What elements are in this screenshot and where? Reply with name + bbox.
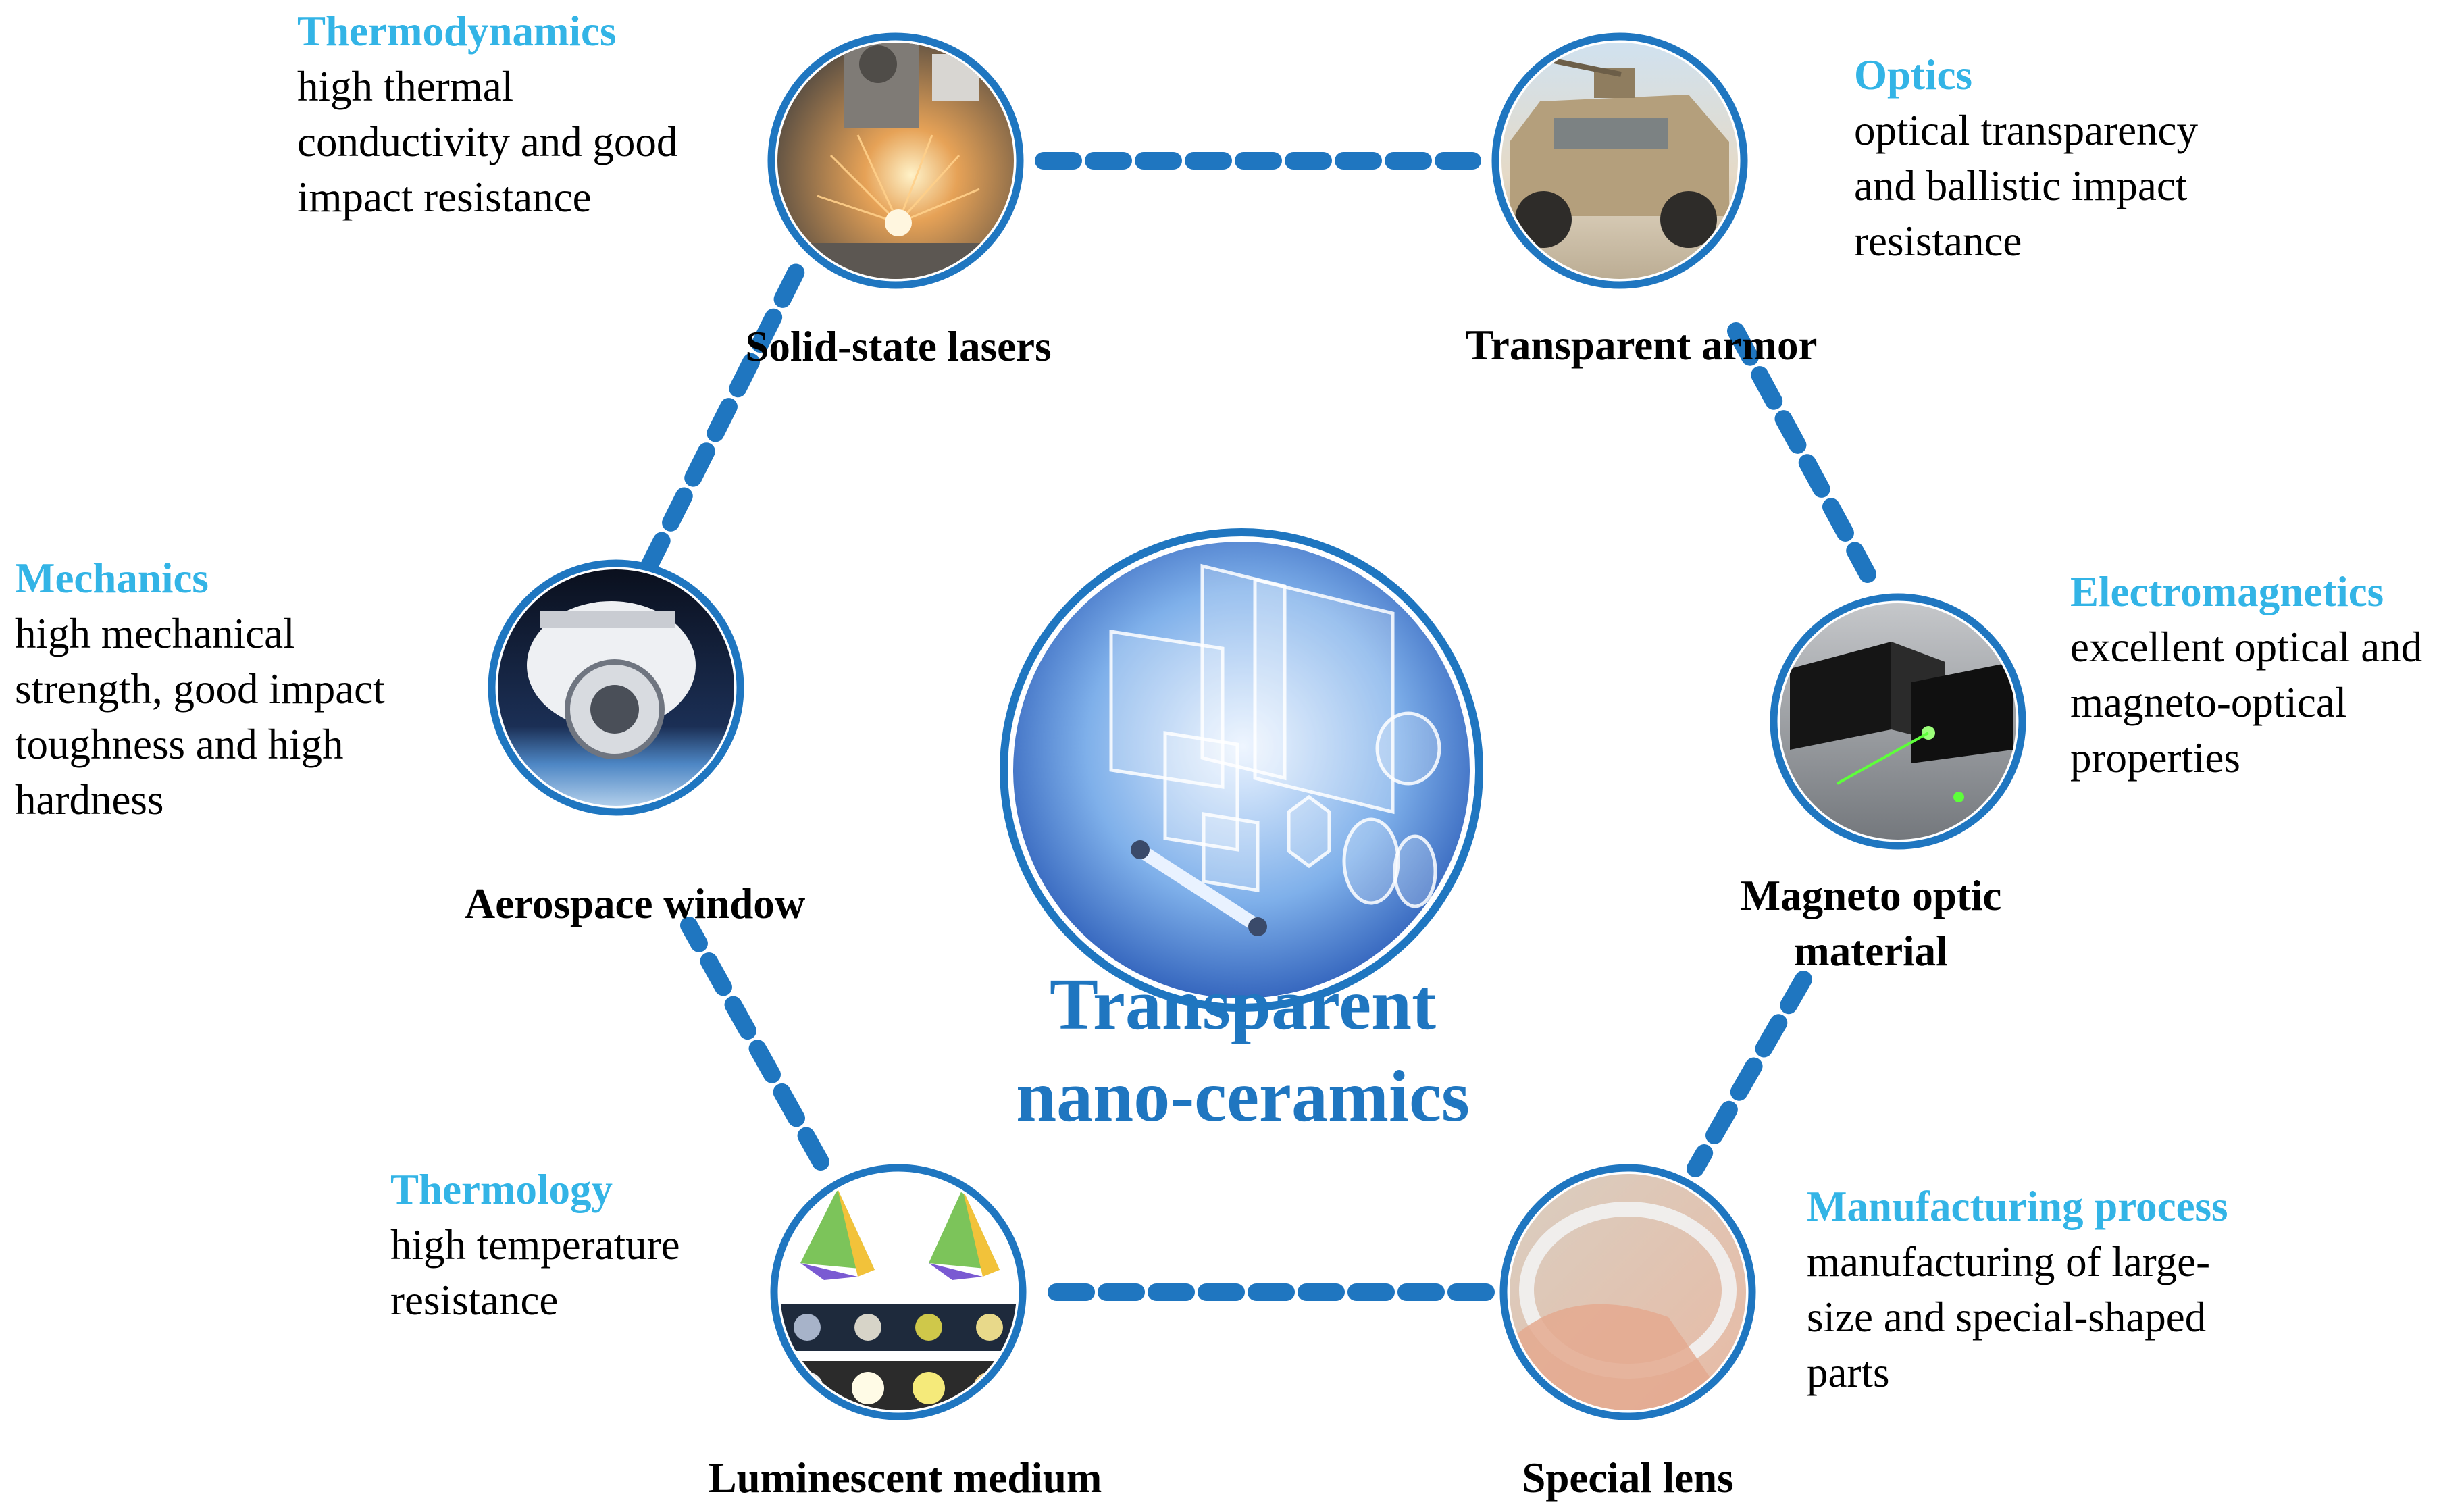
property-text-line: toughness and high bbox=[15, 721, 344, 768]
property-heading-electromagnetics: Electromagnetics bbox=[2070, 568, 2384, 615]
node-image-lens bbox=[1499, 1164, 1756, 1420]
property-heading-thermodynamics: Thermodynamics bbox=[297, 7, 617, 55]
center-title: Transparent nano-ceramics bbox=[1000, 959, 1486, 1143]
property-heading-optics: Optics bbox=[1854, 51, 1973, 99]
property-text-line: high mechanical bbox=[15, 610, 295, 657]
connector-aero-laser bbox=[640, 261, 806, 576]
property-text-line: and ballistic impact bbox=[1854, 162, 2188, 209]
property-text-line: size and special-shaped bbox=[1807, 1294, 2207, 1341]
center-image bbox=[1000, 528, 1483, 1012]
connector-lines bbox=[640, 152, 1876, 1301]
property-text-line: conductivity and good bbox=[297, 118, 678, 165]
connector-lumin-aero bbox=[680, 917, 829, 1171]
connector-magneto-lens bbox=[1687, 971, 1812, 1177]
node-label-magneto: Magneto optic material bbox=[1702, 868, 2040, 979]
node-image-magneto bbox=[1770, 593, 2026, 850]
property-heading-mechanics: Mechanics bbox=[15, 555, 209, 602]
property-electromagnetics: Electromagnetics excellent optical and m… bbox=[2070, 564, 2422, 786]
node-image-armor bbox=[1491, 32, 1748, 289]
property-text-line: hardness bbox=[15, 776, 164, 823]
property-text-line: magneto-optical bbox=[2070, 679, 2347, 726]
property-text-line: strength, good impact bbox=[15, 665, 385, 713]
property-text-line: high thermal bbox=[297, 63, 514, 110]
connector-armor-magneto bbox=[1727, 322, 1876, 583]
property-text-line: parts bbox=[1807, 1349, 1890, 1396]
property-text-line: impact resistance bbox=[297, 174, 592, 221]
node-label-aerospace: Aerospace window bbox=[464, 880, 806, 927]
node-label-lens: Special lens bbox=[1522, 1454, 1734, 1502]
property-text-line: resistance bbox=[1854, 217, 2022, 265]
center-title-line-1: Transparent bbox=[1049, 965, 1437, 1045]
property-text-line: properties bbox=[2070, 734, 2240, 782]
property-thermodynamics: Thermodynamics high thermal conductivity… bbox=[297, 3, 677, 225]
node-label-luminescent: Luminescent medium bbox=[708, 1454, 1102, 1502]
property-text-line: high temperature bbox=[390, 1221, 680, 1269]
property-text-line: manufacturing of large- bbox=[1807, 1238, 2211, 1285]
property-optics: Optics optical transparency and ballisti… bbox=[1854, 47, 2198, 269]
center-title-line-2: nano-ceramics bbox=[1016, 1056, 1470, 1137]
property-text-line: excellent optical and bbox=[2070, 623, 2423, 671]
property-mechanics: Mechanics high mechanical strength, good… bbox=[15, 550, 385, 827]
property-thermology: Thermology high temperature resistance bbox=[390, 1162, 680, 1328]
property-heading-manufacturing: Manufacturing process bbox=[1807, 1183, 2228, 1230]
node-label-armor: Transparent armor bbox=[1465, 322, 1818, 369]
node-label-magneto-line-1: Magneto optic bbox=[1740, 872, 2002, 919]
node-image-luminescent bbox=[770, 1164, 1027, 1420]
property-text-line: optical transparency bbox=[1854, 107, 2199, 154]
property-text-line: resistance bbox=[390, 1277, 559, 1324]
node-label-magneto-line-2: material bbox=[1794, 927, 1948, 975]
node-label-laser: Solid-state lasers bbox=[745, 323, 1052, 370]
property-heading-thermology: Thermology bbox=[390, 1166, 613, 1213]
node-image-aerospace bbox=[488, 559, 744, 816]
node-image-laser bbox=[767, 32, 1024, 289]
property-manufacturing: Manufacturing process manufacturing of l… bbox=[1807, 1179, 2228, 1400]
